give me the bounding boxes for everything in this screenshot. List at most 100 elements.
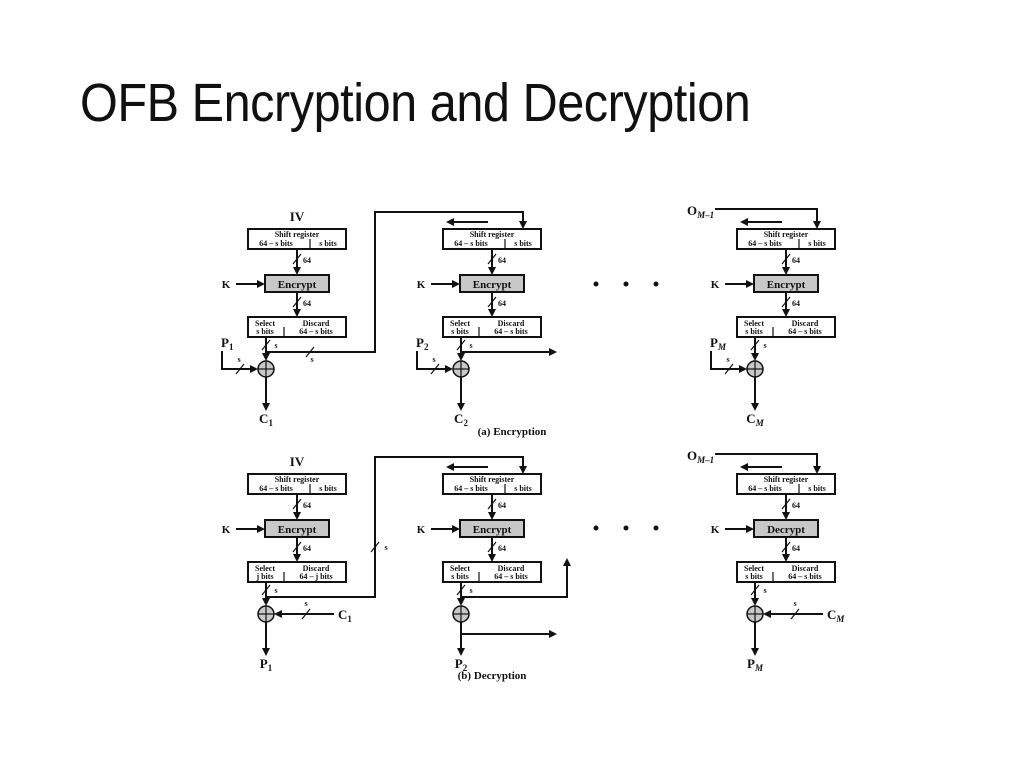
key-label: K (417, 279, 426, 291)
width-slash (487, 253, 497, 265)
select-bits-label: s bits (745, 572, 763, 581)
next-feedback-arrow (461, 558, 571, 598)
width-slash (370, 541, 380, 553)
discard-label: Discard (303, 564, 330, 573)
ellipsis-dot (623, 525, 629, 531)
shift-register-label: Shift register (470, 475, 515, 484)
shift-register-label: Shift register (764, 475, 809, 484)
width-slash (430, 363, 440, 375)
select-discard-box (442, 561, 542, 583)
width-64-label: 64 (498, 501, 506, 510)
slide-title: OFB Encryption and Decryption (80, 73, 751, 133)
iv-label: IV (290, 454, 305, 469)
cipher-label: Encrypt (278, 524, 317, 536)
discard-label: Discard (498, 564, 525, 573)
plaintext-arrow (416, 351, 453, 373)
width-s-label: s (469, 586, 472, 595)
shift-register-label: Shift register (275, 230, 320, 239)
select-label: Select (744, 319, 764, 328)
output-label: C2 (454, 411, 468, 428)
select-bits-label: j bits (255, 572, 273, 581)
xor-icon (257, 360, 275, 378)
width-s-label: s (237, 355, 240, 364)
width-s-label: s (763, 586, 766, 595)
width-slash (301, 608, 311, 620)
xor-icon (746, 360, 764, 378)
discard-bits-label: 64 – s bits (788, 327, 822, 336)
width-64-label: 64 (303, 256, 311, 265)
key-label: K (222, 279, 231, 291)
width-s-label: s (763, 341, 766, 350)
shift-register-label: Shift register (470, 230, 515, 239)
shift-register-label: Shift register (764, 230, 809, 239)
width-64-label: 64 (303, 299, 311, 308)
shift-right-label: s bits (808, 484, 826, 493)
width-64-label: 64 (792, 501, 800, 510)
width-slash (456, 584, 466, 596)
shift-register-label: Shift register (275, 475, 320, 484)
output-label: PM (747, 656, 764, 673)
discard-label: Discard (303, 319, 330, 328)
select-bits-label: s bits (256, 327, 274, 336)
feedback-line (266, 211, 527, 353)
key-label: K (222, 524, 231, 536)
width-slash (292, 253, 302, 265)
output-label: P1 (260, 656, 273, 673)
plaintext-arrow (710, 351, 747, 373)
width-slash (292, 541, 302, 553)
select-label: Select (744, 564, 764, 573)
shift-left-label: 64 – s bits (259, 239, 293, 248)
ellipsis-dot (593, 525, 599, 531)
width-slash (487, 541, 497, 553)
width-64-label: 64 (498, 299, 506, 308)
shift-left-label: 64 – s bits (748, 484, 782, 493)
iv-label: IV (290, 209, 305, 224)
ellipsis-dot (653, 281, 659, 287)
prev-output-label: OM–1 (687, 203, 714, 220)
shift-right-label: s bits (808, 239, 826, 248)
select-bits-label: s bits (745, 327, 763, 336)
output-label: P2 (455, 656, 468, 673)
width-slash (750, 339, 760, 351)
width-slash (781, 498, 791, 510)
width-slash (487, 296, 497, 308)
width-s-label: s (726, 355, 729, 364)
ciphertext-label: CM (827, 607, 845, 624)
select-bits-label: s bits (451, 572, 469, 581)
width-s-label: s (793, 599, 796, 608)
width-s-label: s (384, 543, 387, 552)
discard-label: Discard (792, 319, 819, 328)
width-64-label: 64 (498, 544, 506, 553)
ellipsis-dot (653, 525, 659, 531)
cipher-label: Decrypt (767, 524, 805, 536)
key-label: K (711, 279, 720, 291)
width-s-label: s (274, 341, 277, 350)
cipher-label: Encrypt (278, 279, 317, 291)
shift-right-label: s bits (514, 484, 532, 493)
plaintext-label: P1 (221, 335, 234, 352)
width-s-label: s (432, 355, 435, 364)
feedback-arrow (715, 208, 821, 229)
feedback-arrow (715, 453, 821, 474)
shift-left-label: 64 – s bits (748, 239, 782, 248)
cipher-label: Encrypt (473, 279, 512, 291)
xor-icon (452, 605, 470, 623)
decryption-caption: (b) Decryption (458, 670, 527, 682)
xor-icon (452, 360, 470, 378)
shift-left-label: 64 – s bits (259, 484, 293, 493)
width-64-label: 64 (792, 256, 800, 265)
shift-left-label: 64 – s bits (454, 484, 488, 493)
discard-label: Discard (498, 319, 525, 328)
shift-left-label: 64 – s bits (454, 239, 488, 248)
select-discard-box (736, 561, 836, 583)
width-s-label: s (469, 341, 472, 350)
width-s-label: s (274, 586, 277, 595)
cipher-label: Encrypt (473, 524, 512, 536)
discard-bits-label: 64 – j bits (299, 572, 332, 581)
prev-output-label: OM–1 (687, 448, 714, 465)
select-label: Select (450, 564, 470, 573)
select-discard-box (442, 316, 542, 338)
width-slash (292, 498, 302, 510)
xor-icon (746, 605, 764, 623)
select-label: Select (450, 319, 470, 328)
